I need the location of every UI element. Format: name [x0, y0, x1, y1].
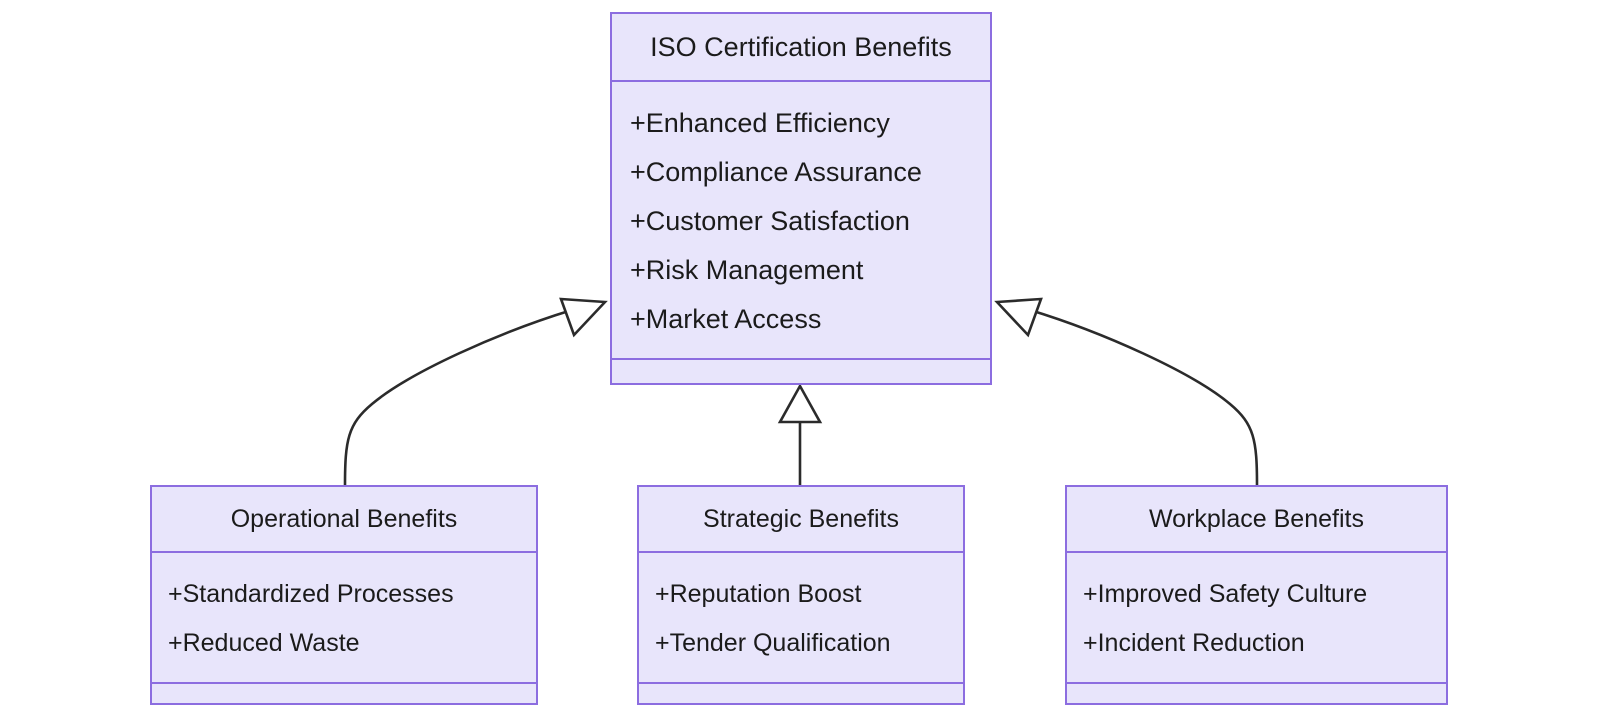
- class-attribute: +Improved Safety Culture: [1083, 579, 1368, 608]
- arrowhead-workplace-to-root: [994, 297, 1043, 338]
- edge-operational-to-root: [343, 308, 574, 487]
- class-methods-iso-certification-benefits: [612, 360, 990, 383]
- class-node-workplace-benefits[interactable]: Workplace Benefits +Improved Safety Cult…: [1065, 485, 1448, 705]
- class-attributes-operational-benefits: +Standardized Processes +Reduced Waste: [152, 553, 536, 684]
- class-attributes-workplace-benefits: +Improved Safety Culture +Incident Reduc…: [1067, 553, 1446, 684]
- class-attribute: +Tender Qualification: [655, 628, 891, 657]
- class-node-strategic-benefits[interactable]: Strategic Benefits +Reputation Boost +Te…: [637, 485, 965, 705]
- class-attribute: +Customer Satisfaction: [630, 205, 910, 236]
- arrowhead-strategic-to-root: [777, 383, 823, 424]
- class-attributes-iso-certification-benefits: +Enhanced Efficiency +Compliance Assuran…: [612, 82, 990, 360]
- class-title-operational-benefits: Operational Benefits: [152, 487, 536, 553]
- class-title-strategic-benefits: Strategic Benefits: [639, 487, 963, 553]
- class-title-workplace-benefits: Workplace Benefits: [1067, 487, 1446, 553]
- class-methods-workplace-benefits: [1067, 684, 1446, 703]
- class-attribute: +Enhanced Efficiency: [630, 107, 890, 138]
- class-attribute: +Market Access: [630, 303, 822, 334]
- class-attribute: +Risk Management: [630, 254, 864, 285]
- class-attribute: +Incident Reduction: [1083, 628, 1305, 657]
- class-title-iso-certification-benefits: ISO Certification Benefits: [612, 14, 990, 82]
- class-attribute: +Reputation Boost: [655, 579, 862, 608]
- class-methods-operational-benefits: [152, 684, 536, 703]
- arrowhead-operational-to-root: [559, 297, 608, 338]
- class-methods-strategic-benefits: [639, 684, 963, 703]
- class-attribute: +Reduced Waste: [168, 628, 360, 657]
- class-node-iso-certification-benefits[interactable]: ISO Certification Benefits +Enhanced Eff…: [610, 12, 992, 385]
- class-attribute: +Compliance Assurance: [630, 156, 922, 187]
- class-attribute: +Standardized Processes: [168, 579, 454, 608]
- class-attributes-strategic-benefits: +Reputation Boost +Tender Qualification: [639, 553, 963, 684]
- class-node-operational-benefits[interactable]: Operational Benefits +Standardized Proce…: [150, 485, 538, 705]
- edge-workplace-to-root: [1028, 308, 1259, 487]
